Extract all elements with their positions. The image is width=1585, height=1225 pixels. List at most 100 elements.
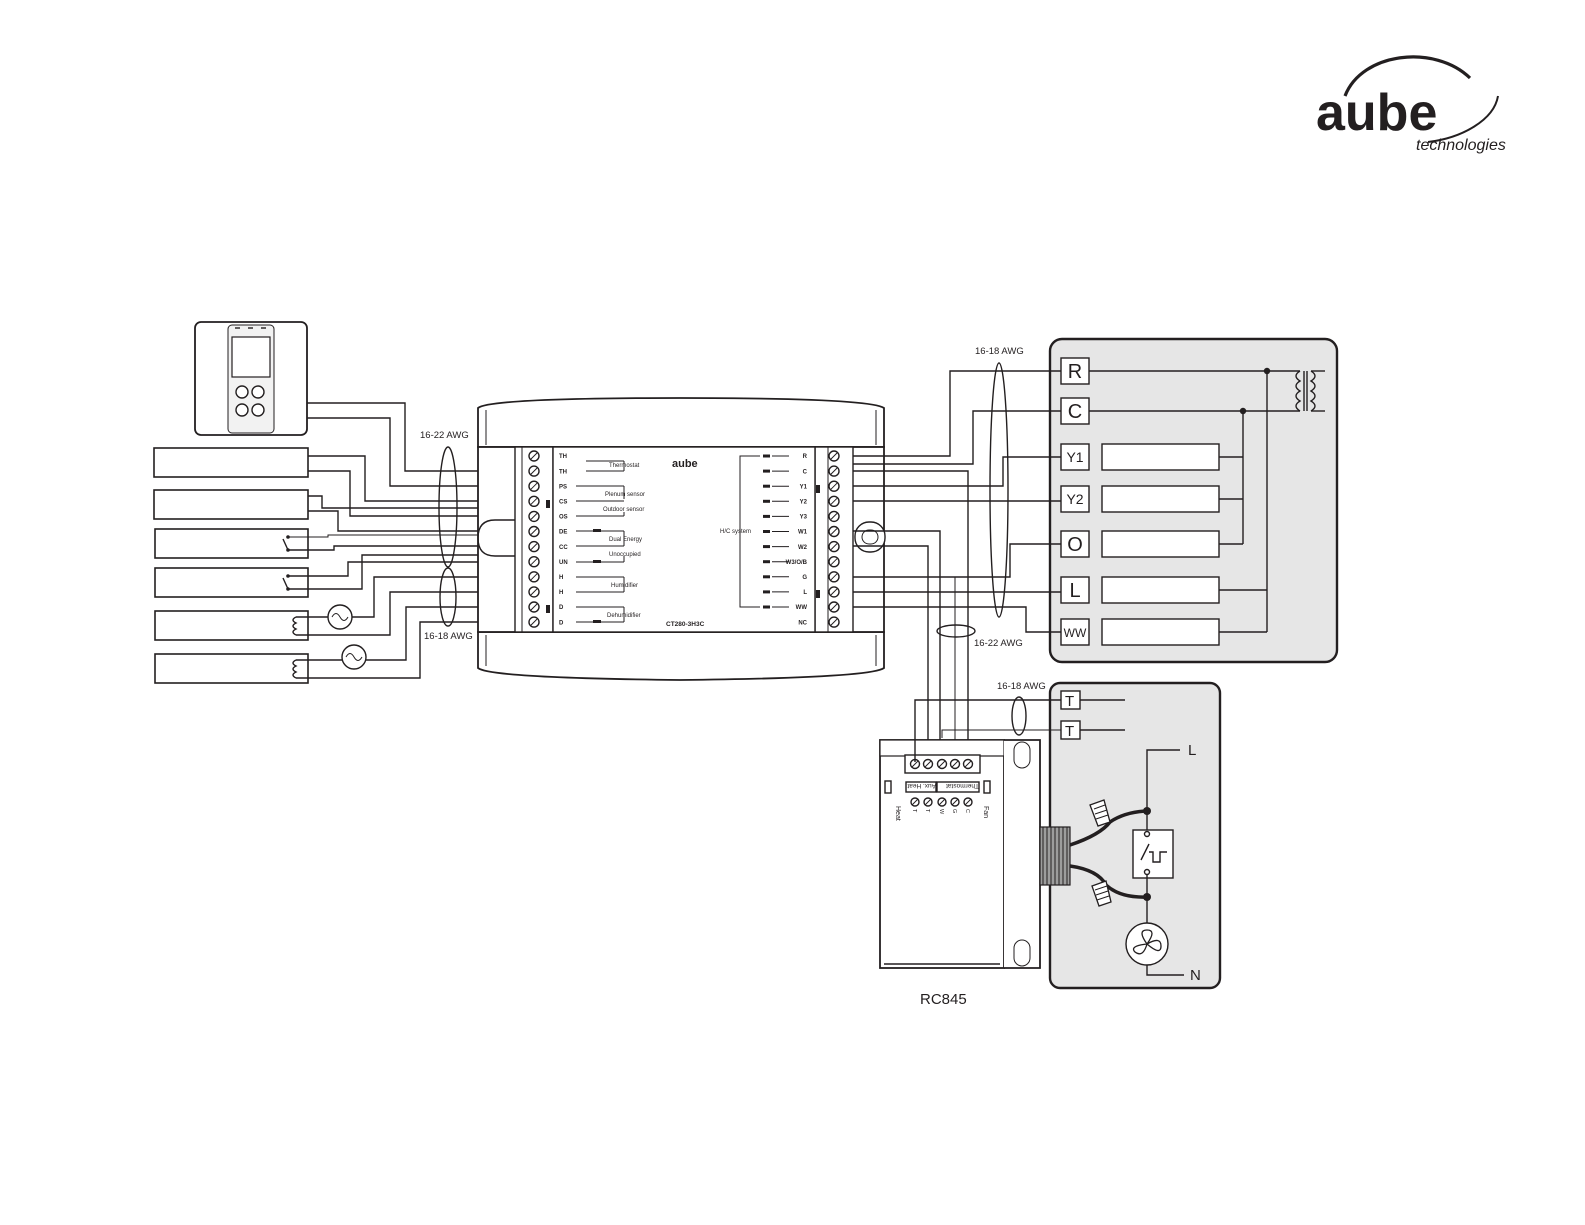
hvac-terminal-label: L [1069,580,1080,602]
screw-slot [530,543,538,550]
t-label: T [1065,723,1074,740]
right-group-label: H/C system [720,455,760,608]
gauge-label: 16-18 AWG [997,681,1046,692]
mount-slot [477,519,515,557]
screw-slot [530,497,538,505]
module-model: CT280-3H3C [666,621,705,628]
right-wiring [853,370,1061,762]
hvac-relay-box [1101,485,1220,513]
fan-motor-icon [1125,922,1169,966]
right-terminal-label: Y2 [800,500,808,506]
aux-heat-label: Aux. Heat [907,782,936,789]
wire-nut-icon [1091,880,1112,907]
logo-wordmark: aube [1316,84,1437,142]
left-terminal-label: OS [559,515,568,521]
screw-slot [530,482,538,490]
relay-contact-icon [1140,843,1167,863]
right-terminal-label: W2 [798,545,808,551]
right-terminal-label: G [802,575,807,581]
screw-slot [830,497,838,505]
rc845-low-letter: G [951,809,957,813]
right-terminal-label: L [803,590,807,596]
screw-slot [530,588,538,596]
group-label-plenum: Plenum sensor [605,492,645,498]
led-indicator [763,605,770,609]
right-terminal-label: Y1 [800,484,808,490]
group-label-humidifier: Humidifier [611,583,638,589]
hvac-relay-box [1101,618,1220,646]
right-terminal-strip [827,447,840,632]
hvac-terminal-ww [1060,618,1090,646]
module-logo: aube [672,458,698,470]
thermostat-display [231,336,271,378]
left-terminal-label: H [559,575,563,581]
gauge-label: 16-18 AWG [424,631,473,642]
ac-source-icon [327,604,353,630]
screw-slot [530,573,538,581]
coil-icon [292,616,298,636]
rc845-name: RC845 [920,991,967,1008]
led-indicator [763,530,770,533]
led-indicator [763,575,770,579]
gauge-label: 16-18 AWG [975,346,1024,357]
screw-slot [830,482,838,490]
led-indicator [763,469,770,473]
group-label-thermostat: Thermostat [609,463,640,469]
gauge-label: 16-22 AWG [974,638,1023,649]
hvac-terminal-label: C [1068,401,1082,423]
gauge-label: 16-22 AWG [420,430,469,441]
heat-label: Heat [894,806,901,821]
screw-slot [830,588,838,596]
neutral-label: N [1190,967,1201,984]
rc845-low-letter: T [924,809,930,813]
switch-icon [282,574,290,591]
hvac-terminal-label: WW [1064,626,1087,640]
humidifier-box [154,610,309,641]
t-label: T [1065,693,1074,710]
led-indicator [763,454,770,458]
left-terminal-label: H [559,590,563,596]
left-terminal-label: D [559,620,564,626]
hvac-terminal-label: O [1067,534,1083,556]
rc845-low-letter: T [911,809,917,813]
wire-nut-icon [1089,799,1111,827]
left-terminal-label: TH [559,469,567,475]
led-indicator [763,545,770,549]
left-terminal-label: CC [559,545,568,551]
wire-bundles: 16-22 AWG 16-18 AWG 16-18 AWG 16-22 AWG … [420,346,1046,736]
logo-tagline: technologies [1416,137,1506,154]
hvac-relay-box [1101,576,1220,604]
hvac-terminal-l [1060,576,1090,604]
thermostat-device [194,321,308,436]
left-terminal-label: DE [559,530,567,536]
fan-label: Fan [982,806,989,818]
left-terminal-label: TH [559,454,567,460]
hvac-relay-box [1101,443,1220,471]
screw-slot [530,618,538,626]
left-terminal-strip [521,447,540,632]
hvac-terminal-y1 [1060,443,1090,471]
left-terminal-label: CS [559,500,567,506]
group-label-dehumidifier: Dehumidifier [607,613,641,619]
hvac-terminal-y2 [1060,485,1090,513]
fan-button [251,385,265,399]
screw-slot [530,528,538,535]
screw-slot [530,452,538,460]
up-button [251,403,265,417]
rc845-low-letter: W [938,809,944,815]
left-wiring [288,402,528,679]
left-group-labels: Thermostat Plenum sensor Outdoor sensor … [576,460,645,623]
hvac-terminal-label: R [1068,361,1082,383]
group-label-dual-energy: Dual Energy [609,537,642,543]
mount-slot [854,521,886,553]
screw-slot [830,467,838,475]
group-label-unoccupied: Unoccupied [609,552,641,558]
screw-slot [530,603,538,611]
left-devices [153,447,367,684]
screw-slot [830,513,838,520]
